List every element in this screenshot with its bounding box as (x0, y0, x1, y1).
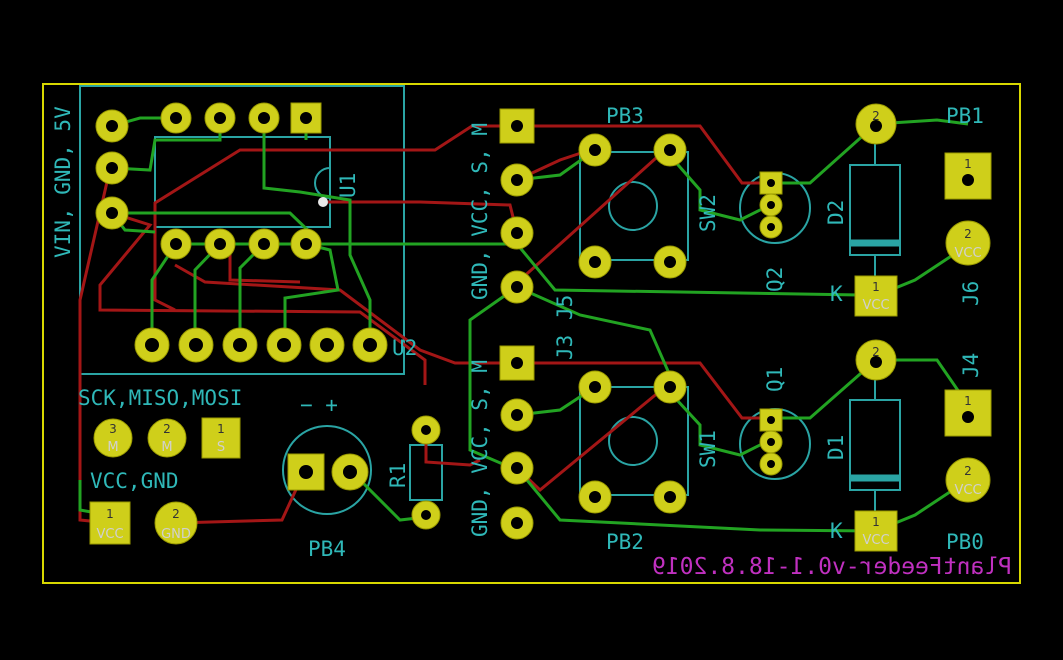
label-vcc-gnd: VCC,GND (90, 469, 179, 493)
pad-1vcc (89, 501, 131, 545)
label-minus-plus: − + (300, 393, 338, 417)
u1-outline (154, 136, 331, 228)
pad-2m-sub: M (161, 440, 172, 455)
pad-j4-2-num: 2 (964, 464, 972, 478)
pad-j4-2 (945, 457, 991, 503)
round-pads (95, 102, 783, 540)
label-pb3: PB3 (606, 104, 644, 128)
pad-d1-1 (854, 510, 898, 552)
square-pads (287, 102, 783, 491)
pad-j6-1-num: 1 (964, 157, 972, 171)
pad-3m-sub: M (107, 440, 118, 455)
sw1-button (608, 416, 658, 466)
board-title: PlantFeeder-v0.1-18.8.2019 (652, 554, 1012, 580)
label-u1: U1 (336, 173, 360, 198)
pad-d2-1 (854, 275, 898, 317)
pad-d2-1-sub: VCC (862, 298, 889, 313)
label-q1: Q1 (763, 367, 787, 392)
label-u2: U2 (392, 336, 417, 360)
label-q2: Q2 (763, 267, 787, 292)
label-sck-miso-mosi: SCK,MISO,MOSI (78, 386, 242, 410)
pad-d2-2-num: 2 (872, 109, 880, 123)
pad-d2-1-num: 1 (872, 280, 880, 294)
pb4-led-outline (282, 425, 372, 515)
label-j3: J3 (553, 335, 577, 360)
label-vin-gnd-5v: VIN, GND, 5V (51, 106, 75, 258)
board-edge (42, 83, 1021, 584)
label-r1: R1 (386, 463, 410, 488)
pad-2gnd-sub: GND (161, 527, 191, 542)
pad-2m (147, 418, 187, 458)
sw2-outline (579, 151, 689, 261)
label-sw2: SW2 (696, 194, 720, 232)
pad-2m-num: 2 (163, 422, 171, 436)
pad-d1-1-num: 1 (872, 515, 880, 529)
label-j5: J5 (553, 295, 577, 320)
pad-1s-num: 1 (217, 422, 225, 436)
label-d1: D1 (824, 435, 848, 460)
pad-j6-2-num: 2 (964, 227, 972, 241)
pad-1vcc-num: 1 (106, 507, 114, 521)
pad-1vcc-sub: VCC (96, 527, 123, 542)
label-d2: D2 (824, 200, 848, 225)
label-k-top: K (830, 282, 843, 306)
pad-2gnd-num: 2 (172, 507, 180, 521)
label-gnd-vcc-s-m-bottom: GND, VCC, S, M (468, 360, 492, 537)
board-title-group: PlantFeeder-v0.1-18.8.2019 (652, 554, 1012, 580)
pad-j6-2-sub: VCC (954, 246, 981, 261)
u1-pin1-marker (318, 197, 328, 207)
label-gnd-vcc-s-m-top: GND, VCC, S, M (468, 123, 492, 300)
pad-3m-num: 3 (109, 422, 117, 436)
sw1-outline (579, 386, 689, 496)
label-sw1: SW1 (696, 430, 720, 468)
label-pb1: PB1 (946, 104, 984, 128)
pad-1s (201, 417, 241, 459)
label-pb0: PB0 (946, 530, 984, 554)
pad-2gnd (154, 501, 198, 545)
label-pb2: PB2 (606, 530, 644, 554)
front-copper-traces (78, 124, 771, 525)
pad-j6-2 (945, 220, 991, 266)
sw2-button (608, 181, 658, 231)
pad-1s-sub: S (217, 440, 225, 455)
label-pb4: PB4 (308, 537, 346, 561)
pad-d1-1-sub: VCC (862, 533, 889, 548)
label-k-bottom: K (830, 519, 843, 543)
label-j6: J6 (959, 281, 983, 306)
pad-j4-2-sub: VCC (954, 483, 981, 498)
pad-j4-1-num: 1 (964, 394, 972, 408)
pad-d1-2-num: 2 (872, 345, 880, 359)
label-j4: J4 (959, 353, 983, 378)
u2-outline (79, 85, 405, 375)
pad-3m (93, 418, 133, 458)
